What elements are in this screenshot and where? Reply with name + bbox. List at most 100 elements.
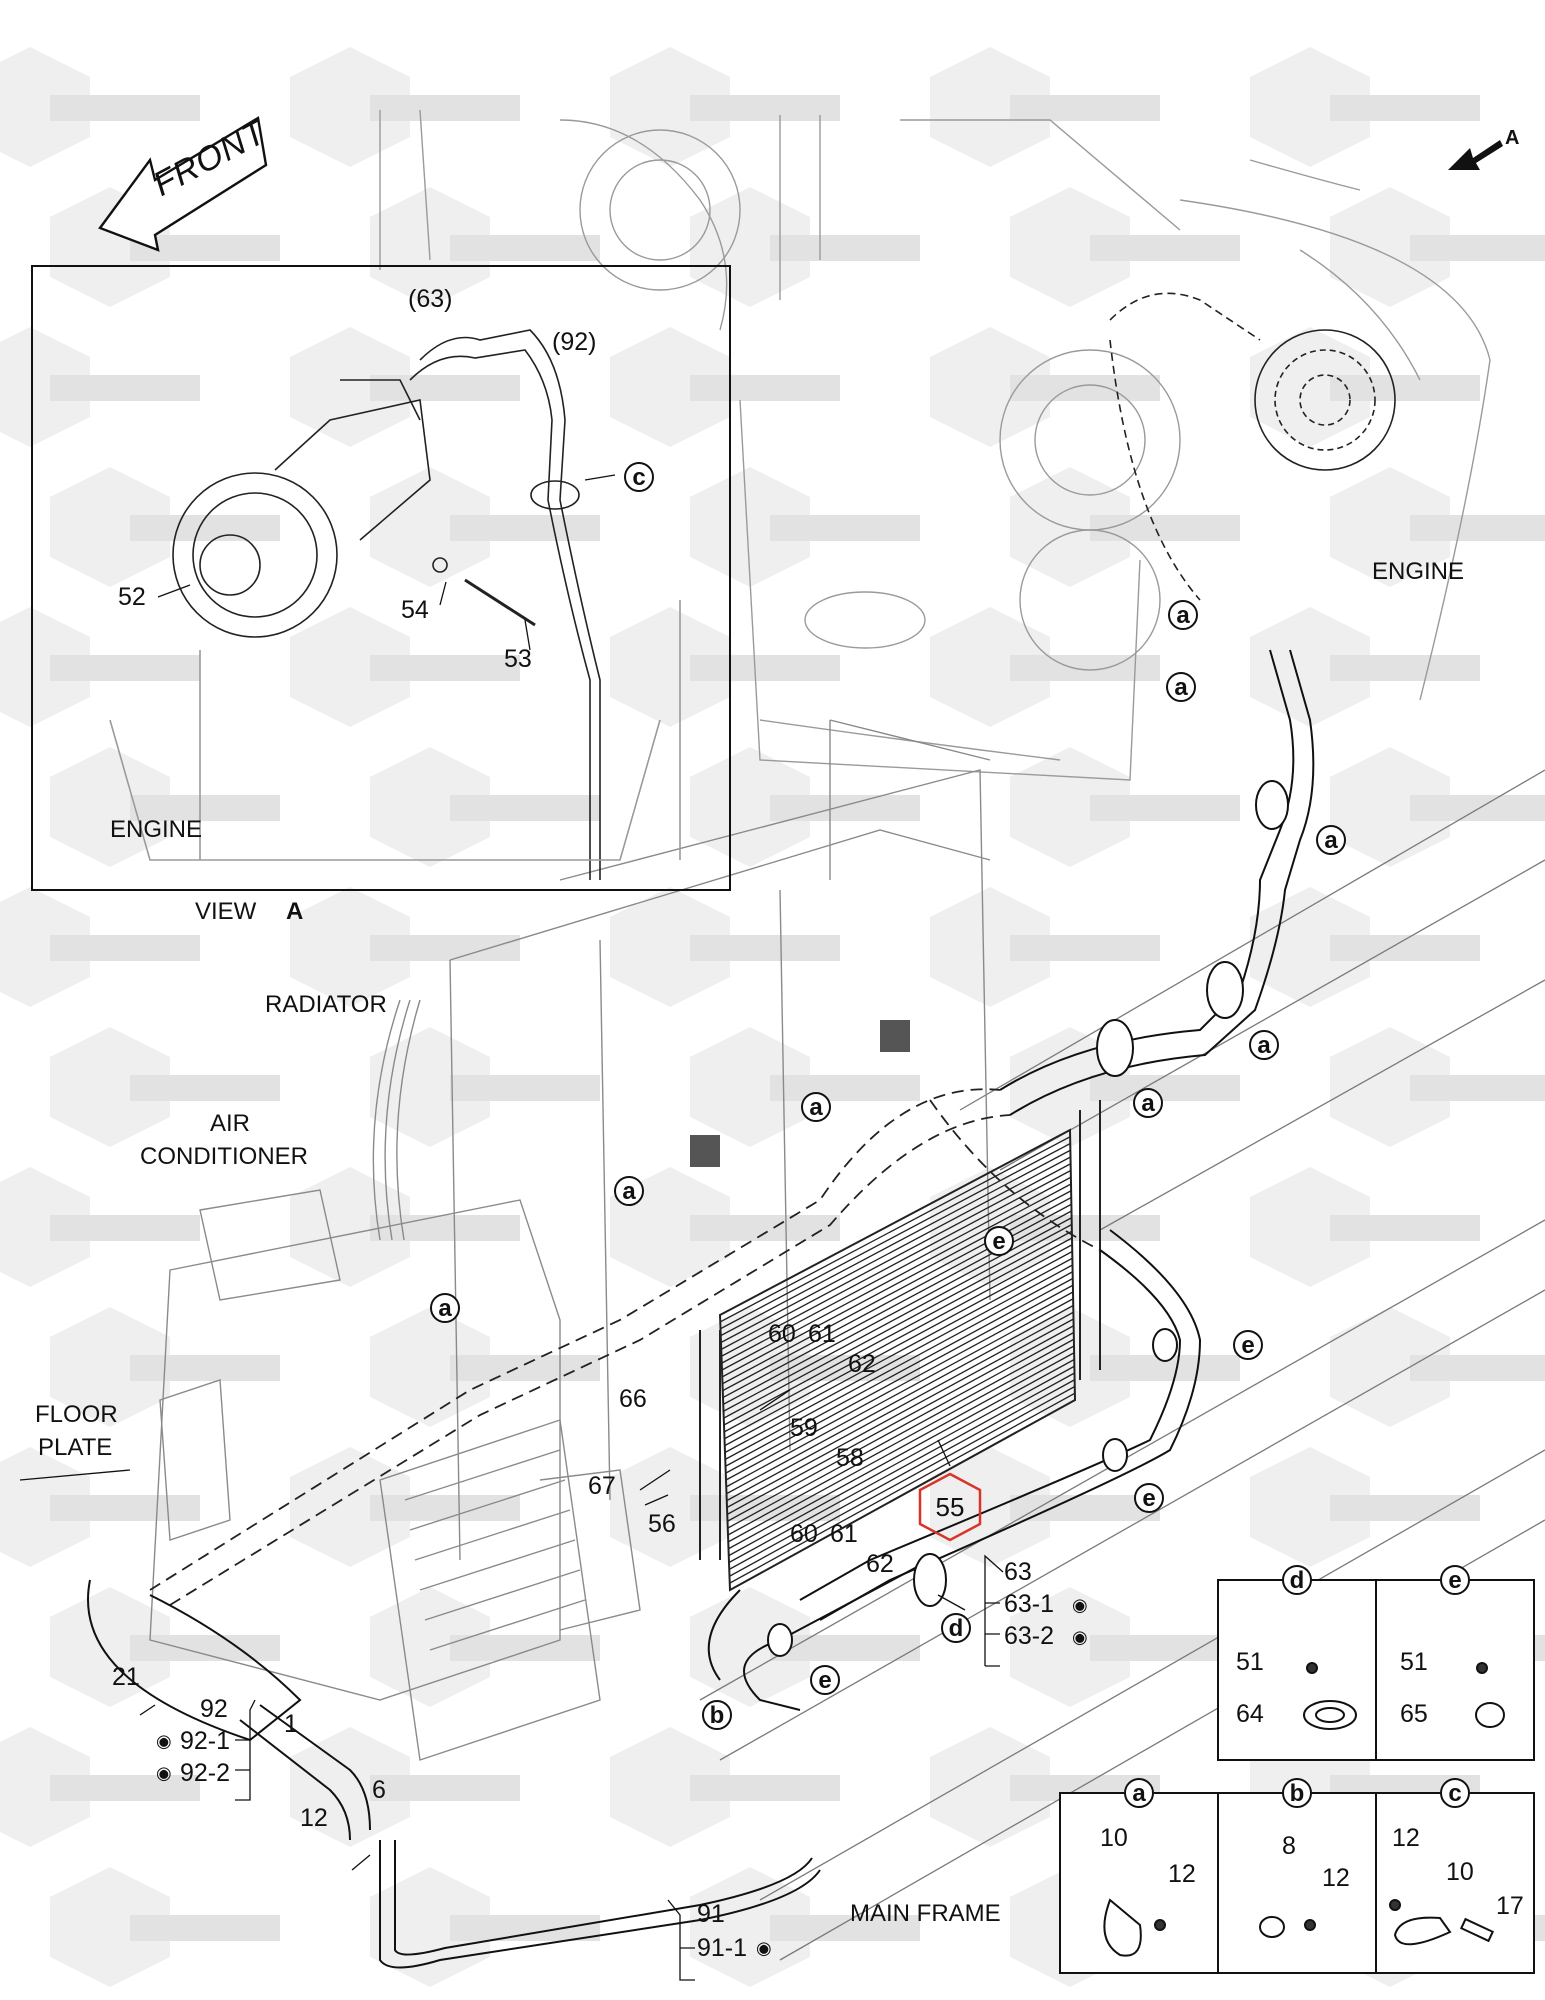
condenser-fin xyxy=(723,1230,1073,1419)
callout-inset-92[interactable]: (92) xyxy=(552,328,597,356)
clamp-ref-e[interactable]: e xyxy=(1134,1483,1164,1513)
callout-53[interactable]: 53 xyxy=(504,645,532,673)
callout-inset-63[interactable]: (63) xyxy=(408,285,453,313)
callout-61[interactable]: 61 xyxy=(830,1520,858,1548)
detail-e-part-51[interactable]: 51 xyxy=(1400,1648,1428,1676)
condenser-fin xyxy=(727,1331,1075,1522)
callout-52[interactable]: 52 xyxy=(118,583,146,611)
callout-91-1[interactable]: 91-1 xyxy=(697,1934,748,1962)
main-frame-label: MAIN FRAME xyxy=(850,1900,1001,1927)
condenser-fin xyxy=(728,1365,1075,1557)
condenser-fin xyxy=(725,1277,1074,1467)
leader-lines xyxy=(19,474,1004,1981)
floor-plate-label-line2: PLATE xyxy=(38,1434,113,1461)
clamp-ref-a[interactable]: a xyxy=(1168,600,1198,630)
callout-63[interactable]: 63 xyxy=(1004,1558,1032,1586)
callout-54[interactable]: 54 xyxy=(401,596,429,624)
condenser-fin xyxy=(721,1176,1072,1364)
view-caption-letter: A xyxy=(286,898,304,925)
callout-67[interactable]: 67 xyxy=(588,1472,616,1500)
detail-boxes-frames xyxy=(1059,1579,1535,1974)
condenser-fin xyxy=(724,1271,1073,1460)
detail-box-a-header: a xyxy=(1124,1778,1154,1808)
callout-58[interactable]: 58 xyxy=(836,1444,864,1472)
detail-box-b-header: b xyxy=(1282,1778,1312,1808)
clamp-rings xyxy=(767,780,1289,1657)
clamp-ref-a[interactable]: a xyxy=(1249,1030,1279,1060)
callout-61[interactable]: 61 xyxy=(808,1320,836,1348)
callout-63-2[interactable]: 63-2 xyxy=(1004,1622,1055,1650)
hexagon-highlight-icon xyxy=(918,1472,982,1542)
clamp-ref-c-inset[interactable]: c xyxy=(624,462,654,492)
condenser-fin xyxy=(726,1325,1074,1515)
highlighted-part-55[interactable]: 55 xyxy=(918,1472,982,1542)
callout-92-2[interactable]: 92-2 xyxy=(180,1759,231,1787)
o-ring-icon: ◉ xyxy=(1072,1595,1088,1615)
condenser-fin xyxy=(725,1284,1074,1474)
detail-b-part-12[interactable]: 12 xyxy=(1322,1864,1350,1892)
callout-6[interactable]: 6 xyxy=(372,1776,386,1804)
detail-d-part-64[interactable]: 64 xyxy=(1236,1700,1264,1728)
engine-label: ENGINE xyxy=(1372,558,1465,585)
detail-box-d-header: d xyxy=(1282,1565,1312,1595)
clamp-ref-a[interactable]: a xyxy=(430,1293,460,1323)
clamp-ref-b[interactable]: b xyxy=(702,1700,732,1730)
o-ring-icon: ◉ xyxy=(156,1731,172,1751)
view-a-linework xyxy=(109,329,681,880)
condenser-linework xyxy=(699,1100,1101,1592)
clamp-ref-d[interactable]: d xyxy=(941,1613,971,1643)
detail-box-c-header: c xyxy=(1440,1778,1470,1808)
callout-59[interactable]: 59 xyxy=(790,1414,818,1442)
callout-56[interactable]: 56 xyxy=(648,1510,676,1538)
radiator-linework xyxy=(372,719,991,1561)
callout-92[interactable]: 92 xyxy=(200,1695,228,1723)
detail-c-part-10[interactable]: 10 xyxy=(1446,1858,1474,1886)
air-conditioner-label-line1: AIR xyxy=(210,1110,251,1137)
callout-60[interactable]: 60 xyxy=(768,1320,796,1348)
floor-plate-label-line1: FLOOR xyxy=(35,1401,118,1428)
part-55-number: 55 xyxy=(935,1492,965,1522)
detail-a-part-12[interactable]: 12 xyxy=(1168,1860,1196,1888)
engine-linework xyxy=(379,109,1491,781)
dashed-pipes xyxy=(149,1088,1101,1606)
condenser-fin xyxy=(729,1385,1076,1577)
clamp-ref-a[interactable]: a xyxy=(801,1092,831,1122)
clamp-ref-e[interactable]: e xyxy=(810,1665,840,1695)
callout-62[interactable]: 62 xyxy=(866,1550,894,1578)
callout-63-1[interactable]: 63-1 xyxy=(1004,1590,1055,1618)
callout-62[interactable]: 62 xyxy=(848,1350,876,1378)
view-a-arrow-head xyxy=(1448,140,1503,170)
callout-60[interactable]: 60 xyxy=(790,1520,818,1548)
condenser-fin xyxy=(720,1142,1071,1330)
clamp-ref-a[interactable]: a xyxy=(1133,1088,1163,1118)
detail-e-part-65[interactable]: 65 xyxy=(1400,1700,1428,1728)
detail-d-part-51[interactable]: 51 xyxy=(1236,1648,1264,1676)
view-a-arrow-label: A xyxy=(1505,127,1520,149)
detail-c-part-12[interactable]: 12 xyxy=(1392,1824,1420,1852)
condenser-fin xyxy=(726,1304,1074,1495)
clamp-ref-e[interactable]: e xyxy=(1233,1330,1263,1360)
callout-12[interactable]: 12 xyxy=(300,1804,328,1832)
front-arrow xyxy=(98,116,268,252)
detail-b-part-8[interactable]: 8 xyxy=(1282,1832,1296,1860)
clamp-ref-a[interactable]: a xyxy=(1166,672,1196,702)
clamp-ref-a[interactable]: a xyxy=(1316,825,1346,855)
detail-c-part-17[interactable]: 17 xyxy=(1496,1892,1524,1920)
callout-21[interactable]: 21 xyxy=(112,1663,140,1691)
callout-91[interactable]: 91 xyxy=(697,1900,725,1928)
condenser-fin xyxy=(724,1257,1073,1447)
clamp-ref-a[interactable]: a xyxy=(614,1176,644,1206)
clamp-ref-e[interactable]: e xyxy=(984,1226,1014,1256)
callout-1[interactable]: 1 xyxy=(284,1710,298,1738)
callout-66[interactable]: 66 xyxy=(619,1385,647,1413)
condenser-fin xyxy=(720,1156,1071,1344)
main-frame-lines xyxy=(699,769,1545,1961)
engine-inset-label: ENGINE xyxy=(110,816,203,843)
detail-a-part-10[interactable]: 10 xyxy=(1100,1824,1128,1852)
air-conditioner-linework xyxy=(149,1189,641,1761)
callout-92-1[interactable]: 92-1 xyxy=(180,1727,231,1755)
condenser-fin xyxy=(724,1250,1073,1440)
air-conditioner-label-line2: CONDITIONER xyxy=(140,1143,308,1170)
condenser-fin xyxy=(722,1196,1072,1385)
condenser-fin xyxy=(725,1291,1074,1481)
